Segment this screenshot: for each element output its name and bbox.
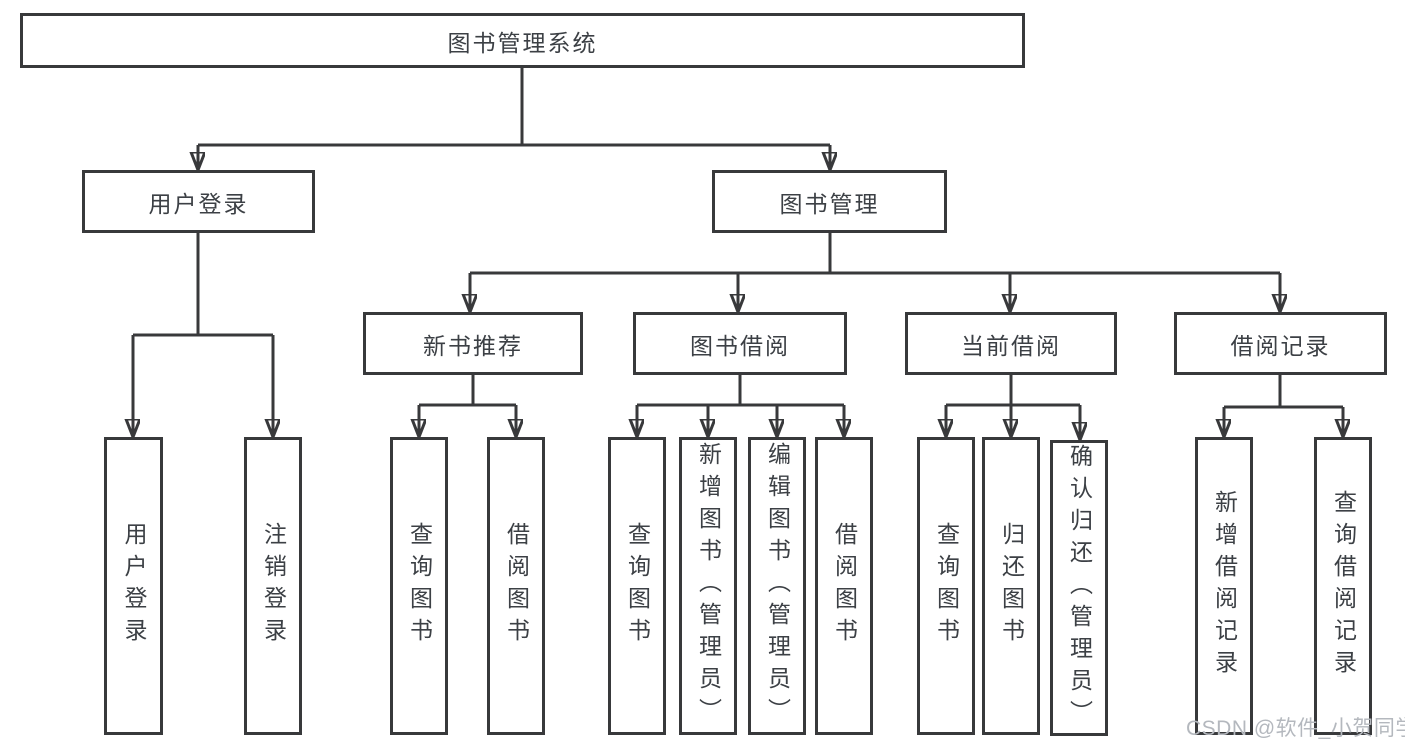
node-book-management: 图书管理 [712, 170, 947, 233]
leaf-logout: 注销登录 [244, 437, 302, 735]
leaf-cb-confirm-return-admin: 确认归还（管理员） [1050, 440, 1108, 736]
leaf-br-add-record: 新增借阅记录 [1195, 437, 1253, 735]
node-user-login: 用户登录 [82, 170, 315, 233]
leaf-bb-edit-books-admin: 编辑图书（管理员） [748, 437, 806, 735]
csdn-watermark: CSDN @软件_小贺同学 [1186, 717, 1405, 740]
node-borrowing-records: 借阅记录 [1174, 312, 1387, 375]
node-library-management-system: 图书管理系统 [20, 13, 1025, 68]
leaf-cb-return-books: 归还图书 [982, 437, 1040, 735]
node-new-book-recommendation: 新书推荐 [363, 312, 583, 375]
leaf-bb-add-books-admin: 新增图书（管理员） [679, 437, 737, 735]
leaf-nb-borrow-books: 借阅图书 [487, 437, 545, 735]
leaf-user-login: 用户登录 [104, 437, 163, 735]
leaf-nb-search-books: 查询图书 [390, 437, 448, 735]
leaf-cb-search-books: 查询图书 [917, 437, 975, 735]
node-book-borrowing: 图书借阅 [633, 312, 847, 375]
leaf-br-search-record: 查询借阅记录 [1314, 437, 1372, 735]
node-current-borrowing: 当前借阅 [905, 312, 1117, 375]
leaf-bb-search-books: 查询图书 [608, 437, 666, 735]
leaf-bb-borrow-books: 借阅图书 [815, 437, 873, 735]
